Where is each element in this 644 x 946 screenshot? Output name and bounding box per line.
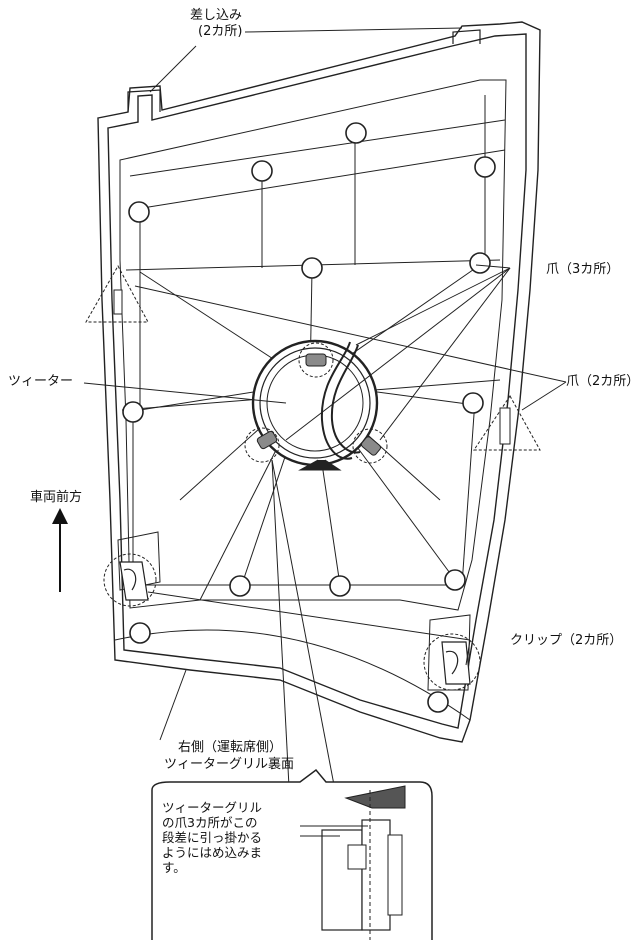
front-arrow xyxy=(52,508,68,592)
leader-lines xyxy=(83,27,567,807)
callout-line-2: の爪3カ所がこの xyxy=(162,815,258,830)
clip-shapes xyxy=(119,561,471,685)
grille-back-label-1: 右側（運転席側） xyxy=(178,740,283,755)
grille-back-label-2: ツィーターグリル裏面 xyxy=(164,757,295,772)
callout-line-1: ツィーターグリル xyxy=(162,800,263,815)
tweeter-label: ツィーター xyxy=(8,374,74,389)
insert-points-label-1: 差し込み xyxy=(190,8,243,23)
detail-callout xyxy=(151,768,433,940)
dashed-highlights xyxy=(85,264,541,691)
vehicle-front-label: 車両前方 xyxy=(30,490,83,505)
claws-2-label: 爪（2カ所） xyxy=(566,374,640,389)
side-claws xyxy=(113,289,511,445)
tweeter-ring xyxy=(251,339,379,471)
callout-text: ツィーターグリル の爪3カ所がこの 段差に引っ掛かる ようにはめ込みま す。 xyxy=(162,800,312,875)
clips-label: クリップ（2カ所） xyxy=(510,633,623,648)
callout-line-5: す。 xyxy=(162,860,186,875)
insert-points-label-2: (2カ所) xyxy=(198,24,243,39)
mounting-bosses xyxy=(122,122,496,713)
claw-marks xyxy=(256,353,382,456)
callout-line-3: 段差に引っ掛かる xyxy=(162,830,263,845)
claws-3-label: 爪（3カ所） xyxy=(546,262,620,277)
callout-line-4: ようにはめ込みま xyxy=(162,845,263,860)
